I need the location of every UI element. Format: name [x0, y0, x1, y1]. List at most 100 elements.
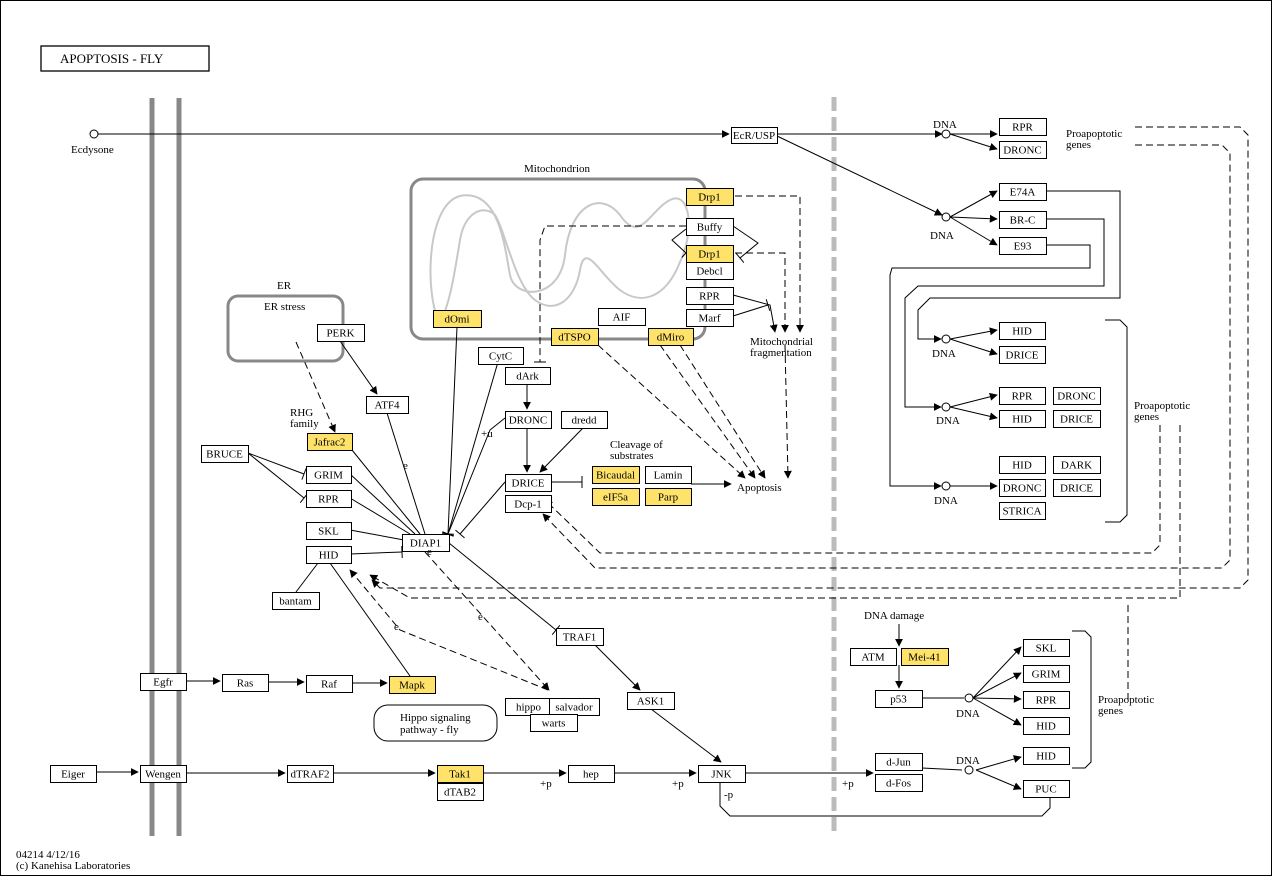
gene-box[interactable]: [505, 367, 551, 385]
gene-box[interactable]: [561, 411, 608, 429]
gene-box[interactable]: [140, 673, 187, 691]
gene-node-mei-41[interactable]: Mei-41: [901, 648, 949, 666]
gene-node-hid[interactable]: HID: [999, 456, 1046, 474]
gene-node-dark[interactable]: dArk: [505, 367, 551, 385]
gene-box[interactable]: [875, 690, 923, 708]
gene-box[interactable]: [478, 347, 524, 365]
gene-node-dtraf2[interactable]: dTRAF2: [287, 765, 334, 783]
gene-node-atf4[interactable]: ATF4: [366, 396, 409, 414]
gene-box[interactable]: [875, 774, 923, 792]
gene-node-p53[interactable]: p53: [875, 690, 923, 708]
gene-box[interactable]: [999, 322, 1046, 340]
gene-box[interactable]: [592, 488, 640, 506]
gene-node-hid[interactable]: HID: [306, 546, 352, 564]
dna-node[interactable]: [941, 481, 951, 491]
gene-box[interactable]: [556, 628, 604, 646]
gene-box[interactable]: [437, 765, 484, 783]
dna-node[interactable]: [941, 129, 951, 139]
gene-node-drice[interactable]: DRICE: [505, 474, 552, 492]
gene-node-rpr[interactable]: RPR: [1023, 691, 1070, 709]
gene-node-bicaudal[interactable]: Bicaudal: [592, 466, 640, 484]
gene-node-atm[interactable]: ATM: [850, 648, 897, 666]
gene-box[interactable]: [999, 502, 1046, 520]
gene-box[interactable]: [287, 765, 334, 783]
gene-node-salvador[interactable]: salvador: [549, 698, 600, 716]
gene-box[interactable]: [686, 188, 734, 206]
gene-box[interactable]: [999, 410, 1046, 428]
gene-box[interactable]: [389, 676, 436, 694]
gene-box[interactable]: [366, 396, 409, 414]
gene-box[interactable]: [627, 692, 675, 710]
gene-box[interactable]: [530, 714, 578, 732]
dna-node[interactable]: [964, 765, 974, 775]
gene-box[interactable]: [999, 479, 1046, 497]
gene-box[interactable]: [1053, 410, 1101, 428]
gene-node-rpr[interactable]: RPR: [999, 118, 1047, 136]
gene-box[interactable]: [551, 328, 599, 346]
gene-node-hid[interactable]: HID: [1023, 717, 1070, 735]
gene-node-marf[interactable]: Marf: [686, 309, 734, 327]
gene-node-eiger[interactable]: Eiger: [50, 765, 97, 783]
gene-node-jnk[interactable]: JNK: [698, 765, 746, 783]
gene-box[interactable]: [999, 118, 1047, 136]
gene-box[interactable]: [999, 237, 1047, 255]
gene-box[interactable]: [306, 522, 352, 540]
gene-node-skl[interactable]: SKL: [1023, 639, 1070, 657]
gene-box[interactable]: [50, 765, 97, 783]
gene-node-aif[interactable]: AIF: [598, 308, 646, 326]
gene-node-dredd[interactable]: dredd: [561, 411, 608, 429]
gene-node-ecr-usp[interactable]: EcR/USP: [731, 127, 778, 144]
gene-box[interactable]: [1023, 780, 1070, 798]
gene-box[interactable]: [592, 466, 640, 484]
gene-node-parp[interactable]: Parp: [645, 488, 692, 506]
gene-node-bantam[interactable]: bantam: [272, 592, 320, 610]
gene-node-traf1[interactable]: TRAF1: [556, 628, 604, 646]
gene-box[interactable]: [402, 534, 450, 552]
gene-node-dronc[interactable]: DRONC: [505, 411, 552, 429]
gene-box[interactable]: [686, 309, 734, 327]
gene-box[interactable]: [645, 466, 692, 484]
gene-node-egfr[interactable]: Egfr: [140, 673, 187, 691]
ecdysone-node[interactable]: [89, 129, 99, 139]
gene-node-br-c[interactable]: BR-C: [999, 211, 1047, 229]
gene-box[interactable]: [1023, 639, 1070, 657]
gene-box[interactable]: [505, 411, 552, 429]
gene-box[interactable]: [999, 456, 1046, 474]
gene-node-domi[interactable]: dOmi: [433, 310, 482, 328]
gene-box[interactable]: [1053, 387, 1101, 405]
gene-box[interactable]: [598, 308, 646, 326]
gene-box[interactable]: [433, 310, 482, 328]
gene-box[interactable]: [999, 211, 1047, 229]
gene-node-skl[interactable]: SKL: [306, 522, 352, 540]
gene-box[interactable]: [306, 490, 352, 508]
gene-node-dronc[interactable]: DRONC: [999, 141, 1047, 159]
gene-box[interactable]: [901, 648, 949, 666]
gene-node-jafrac2[interactable]: Jafrac2: [307, 433, 353, 451]
gene-node-strica[interactable]: STRICA: [999, 502, 1046, 520]
gene-node-puc[interactable]: PUC: [1023, 780, 1070, 798]
gene-node-dcp-1[interactable]: Dcp-1: [505, 495, 552, 513]
gene-node-hep[interactable]: hep: [568, 765, 615, 783]
gene-box[interactable]: [317, 324, 365, 342]
gene-box[interactable]: [1023, 665, 1070, 683]
gene-node-dark[interactable]: DARK: [1053, 456, 1101, 474]
gene-node-grim[interactable]: GRIM: [1023, 665, 1070, 683]
gene-box[interactable]: [1023, 691, 1070, 709]
gene-box[interactable]: [850, 648, 897, 666]
gene-node-e93[interactable]: E93: [999, 237, 1047, 255]
gene-node-bruce[interactable]: BRUCE: [201, 445, 249, 463]
gene-node-perk[interactable]: PERK: [317, 324, 365, 342]
gene-node-rpr[interactable]: RPR: [999, 387, 1046, 405]
gene-node-hid[interactable]: HID: [999, 322, 1046, 340]
gene-node-rpr[interactable]: RPR: [306, 490, 352, 508]
gene-box[interactable]: [505, 474, 552, 492]
gene-box[interactable]: [999, 183, 1047, 201]
gene-node-hippo[interactable]: hippo: [505, 698, 553, 716]
gene-node-d-fos[interactable]: d-Fos: [875, 774, 923, 792]
gene-node-wengen[interactable]: Wengen: [140, 765, 187, 783]
dna-node[interactable]: [941, 334, 951, 344]
gene-box[interactable]: [731, 127, 778, 144]
gene-node-cytc[interactable]: CytC: [478, 347, 524, 365]
gene-node-mapk[interactable]: Mapk: [389, 676, 436, 694]
gene-box[interactable]: [307, 433, 353, 451]
